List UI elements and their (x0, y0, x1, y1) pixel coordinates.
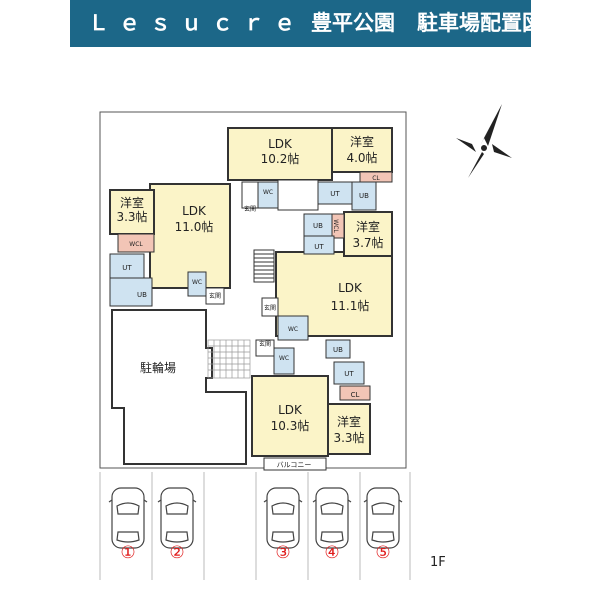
unit-d-room-size: 3.3帖 (333, 430, 364, 445)
unit-b-ldk-size: 11.0帖 (175, 219, 214, 234)
unit-a-ldk (227, 127, 333, 181)
unit-b-wcl-label: WCL (129, 241, 143, 248)
parking-space-number: ⑤ (375, 543, 390, 563)
unit-d-ub-label: UB (333, 346, 343, 354)
parking-space-5: ⑤ (363, 487, 403, 563)
unit-b-room-size: 3.3帖 (116, 209, 147, 224)
unit-d-bath (325, 339, 351, 359)
parking-lane-lines (99, 472, 411, 580)
unit-b-bath (109, 277, 153, 307)
unit-d-ldk-size: 10.3帖 (271, 418, 310, 433)
unit-b-wc-label: WC (192, 279, 202, 286)
unit-d-entrance (255, 339, 275, 357)
parking-space-4: ④ (312, 487, 352, 563)
unit-c-ub-label: UB (313, 222, 323, 230)
unit-d-ldk-label: LDK (278, 403, 303, 417)
unit-d-toilet (273, 347, 295, 375)
entrance-tile-area (207, 339, 251, 379)
stairwell (253, 249, 275, 283)
unit-a-bath (351, 181, 377, 211)
unit-a-hall (277, 179, 319, 211)
unit-b-room-label: 洋室 (120, 195, 144, 210)
unit-c-western-room (343, 211, 393, 257)
unit-b-washroom (109, 253, 145, 279)
unit-d-ldk (251, 375, 329, 457)
unit-c-entrance-label: 玄関 (264, 304, 276, 312)
unit-d-ut-label: UT (344, 370, 354, 378)
unit-a-wc-label: WC (263, 189, 273, 196)
parking-space-2: ② (157, 487, 197, 563)
unit-c-ldk-size: 11.1帖 (331, 298, 370, 313)
unit-b-toilet (187, 271, 207, 297)
unit-d-closet (339, 385, 371, 401)
unit-a-room-label: 洋室 (350, 134, 374, 149)
parking-space-3: ③ (263, 487, 303, 563)
unit-d-washroom (333, 361, 365, 385)
parking-space-number: ③ (275, 543, 290, 563)
parking-space-number: ① (120, 543, 135, 563)
unit-c-toilet (277, 315, 309, 341)
floor-label: 1F (430, 555, 446, 570)
unit-b-ldk-label: LDK (182, 204, 207, 218)
unit-b: LDK 11.0帖 洋室 3.3帖 WCL UT UB WC 玄関 (109, 183, 231, 307)
unit-c-ut-label: UT (314, 243, 324, 251)
north-arrow-icon (456, 104, 512, 178)
unit-a-entrance-label: 玄関 (244, 205, 256, 213)
brand-name: Ｌｅｓｕｃｒｅ (88, 11, 305, 35)
unit-b-entrance-label: 玄関 (209, 292, 221, 300)
map-kind: 駐車場配置図 (417, 11, 531, 35)
unit-c-ldk-label: LDK (338, 281, 363, 295)
property-name: 豊平公園 (311, 11, 395, 35)
unit-c-wcl-label: WCL (332, 219, 339, 233)
unit-a-ut-label: UT (330, 190, 340, 198)
unit-c: LDK 11.1帖 洋室 3.7帖 WCL UB UT WC 玄関 (261, 211, 393, 341)
unit-c-room-label: 洋室 (356, 219, 380, 234)
unit-a-room-size: 4.0帖 (346, 150, 377, 165)
car-icon (263, 487, 303, 549)
bike-parking: 駐輪場 (111, 309, 247, 465)
bike-parking-label: 駐輪場 (140, 360, 176, 375)
unit-a: LDK 10.2帖 洋室 4.0帖 CL UT UB WC 玄関 (227, 127, 393, 213)
car-icon (157, 487, 197, 549)
unit-d-western-room (327, 403, 371, 455)
unit-b-ldk (149, 183, 231, 289)
car-icon (312, 487, 352, 549)
bike-parking-area (111, 309, 247, 465)
parking-space-number: ② (169, 543, 184, 563)
unit-a-closet-label: CL (372, 175, 380, 182)
unit-d-entrance-label: 玄関 (259, 340, 271, 348)
unit-a-ldk-size: 10.2帖 (261, 151, 300, 166)
parking-space-1: ① (108, 487, 148, 563)
unit-c-entrance (261, 297, 279, 317)
unit-d-wc-label: WC (279, 355, 289, 362)
unit-c-wc-label: WC (288, 326, 298, 333)
unit-d-room-label: 洋室 (337, 414, 361, 429)
parking-space-number: ④ (324, 543, 339, 563)
unit-a-entrance (241, 181, 259, 209)
unit-b-walkin-closet (117, 233, 155, 253)
unit-a-ldk-label: LDK (268, 137, 293, 151)
unit-b-entrance (205, 287, 225, 305)
unit-a-ub-label: UB (359, 192, 369, 200)
unit-b-ut-label: UT (122, 264, 132, 272)
unit-c-washroom (303, 235, 335, 255)
balcony (263, 457, 327, 471)
unit-c-room-size: 3.7帖 (352, 235, 383, 250)
unit-b-western-room (109, 189, 155, 235)
unit-b-ub-label: UB (137, 291, 147, 299)
parking-spaces: ① ② ③ ④ ⑤ (108, 487, 403, 563)
unit-d-cl-label: CL (351, 391, 360, 399)
car-icon (363, 487, 403, 549)
balcony-label: バルコニー (277, 461, 312, 469)
car-icon (108, 487, 148, 549)
unit-d: LDK 10.3帖 洋室 3.3帖 CL UB UT WC 玄関 バルコニー (251, 339, 371, 471)
